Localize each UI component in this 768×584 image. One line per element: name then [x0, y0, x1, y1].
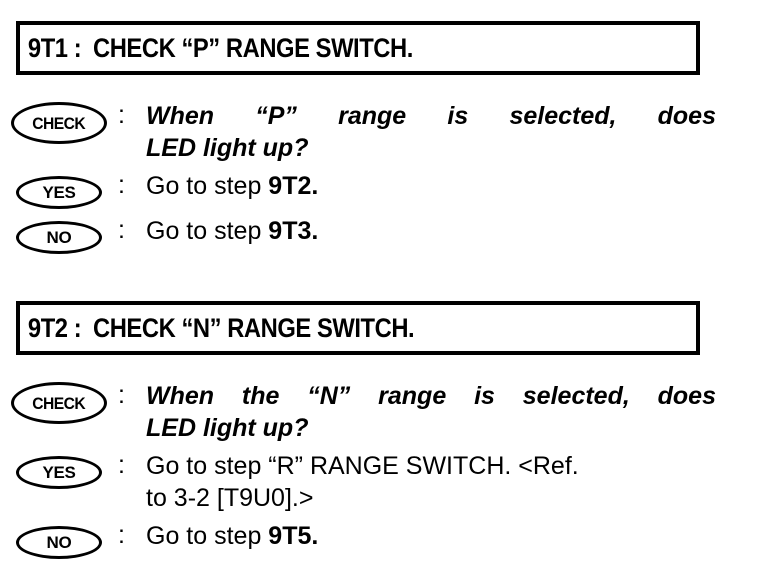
yes-answer-9t2: Go to step “R” RANGE SWITCH. <Ref. to 3-…	[146, 450, 768, 514]
row-colon: :	[118, 101, 125, 129]
question-line-1: When “P” range is selected, does	[146, 100, 716, 132]
yes-badge-label: YES	[42, 463, 76, 482]
q-word: When	[146, 382, 215, 410]
row-colon: :	[118, 216, 125, 244]
q-word: “N”	[307, 382, 351, 410]
check-row-9t2: CHECK : When the “N” range is selected, …	[0, 380, 768, 444]
check-question-9t2: When the “N” range is selected, does LED…	[146, 380, 768, 444]
no-answer-9t1: Go to step 9T3.	[146, 215, 768, 247]
step-header-box-9t1: 9T1 : CHECK “P” RANGE SWITCH.	[16, 21, 700, 75]
step-id-9t1: 9T1 :	[27, 32, 82, 63]
answer-line: Go to step “R” RANGE SWITCH. <Ref.	[146, 452, 579, 480]
answer-line: Go to step 9T2.	[146, 170, 716, 202]
q-word: range	[378, 382, 447, 410]
badge-cell: YES	[0, 450, 118, 489]
answer-line: Go to step 9T5.	[146, 520, 716, 552]
no-badge: NO	[16, 526, 102, 559]
q-word: the	[241, 382, 280, 410]
badge-cell: CHECK	[0, 380, 118, 424]
check-badge-label: CHECK	[32, 393, 86, 413]
no-row-9t2: NO : Go to step 9T5.	[0, 520, 768, 559]
yes-row-9t1: YES : Go to step 9T2.	[0, 170, 768, 209]
answer-text: Go to step	[146, 522, 269, 550]
badge-cell: NO	[0, 520, 118, 559]
q-word: is	[447, 102, 469, 130]
check-badge: CHECK	[11, 382, 107, 424]
step-header-box-9t2: 9T2 : CHECK “N” RANGE SWITCH.	[16, 301, 700, 355]
step-body-9t1: CHECK : When “P” range is selected, does…	[0, 100, 768, 254]
check-badge-label: CHECK	[32, 113, 86, 133]
row-colon: :	[118, 381, 125, 409]
step-id-9t2: 9T2 :	[27, 312, 82, 343]
answer-text: Go to step	[146, 217, 269, 245]
badge-cell: NO	[0, 215, 118, 254]
yes-badge: YES	[16, 176, 102, 209]
row-colon: :	[118, 521, 125, 549]
q-word: does	[657, 102, 716, 130]
yes-badge-label: YES	[42, 183, 76, 202]
check-question-9t1: When “P” range is selected, does LED lig…	[146, 100, 768, 164]
no-row-9t1: NO : Go to step 9T3.	[0, 215, 768, 254]
yes-row-9t2: YES : Go to step “R” RANGE SWITCH. <Ref.…	[0, 450, 768, 514]
question-line-2: LED light up?	[146, 414, 309, 442]
no-answer-9t2: Go to step 9T5.	[146, 520, 768, 552]
badge-cell: CHECK	[0, 100, 118, 144]
q-word: selected,	[509, 102, 617, 130]
row-colon: :	[118, 451, 125, 479]
answer-step-ref: 9T2.	[268, 172, 319, 200]
answer-text: Go to step	[146, 172, 269, 200]
badge-cell: YES	[0, 170, 118, 209]
no-badge-label: NO	[46, 228, 72, 247]
step-title-9t2: CHECK “N” RANGE SWITCH.	[92, 312, 415, 343]
answer-line: Go to step 9T3.	[146, 215, 716, 247]
check-badge: CHECK	[11, 102, 107, 144]
q-word: does	[657, 382, 716, 410]
check-row-9t1: CHECK : When “P” range is selected, does…	[0, 100, 768, 164]
row-colon: :	[118, 171, 125, 199]
answer-step-ref: 9T5.	[268, 522, 319, 550]
question-line-1: When the “N” range is selected, does	[146, 380, 716, 412]
question-line-2: LED light up?	[146, 134, 309, 162]
q-word: is	[474, 382, 495, 410]
answer-step-ref: 9T3.	[268, 217, 319, 245]
answer-line-2: to 3-2 [T9U0].>	[146, 484, 314, 512]
yes-badge: YES	[16, 456, 102, 489]
q-word: When	[146, 102, 215, 130]
yes-answer-9t1: Go to step 9T2.	[146, 170, 768, 202]
step-title-9t1: CHECK “P” RANGE SWITCH.	[92, 32, 413, 63]
step-body-9t2: CHECK : When the “N” range is selected, …	[0, 380, 768, 559]
no-badge: NO	[16, 221, 102, 254]
no-badge-label: NO	[46, 533, 72, 552]
q-word: range	[338, 102, 407, 130]
q-word: “P”	[255, 102, 297, 130]
q-word: selected,	[522, 382, 630, 410]
